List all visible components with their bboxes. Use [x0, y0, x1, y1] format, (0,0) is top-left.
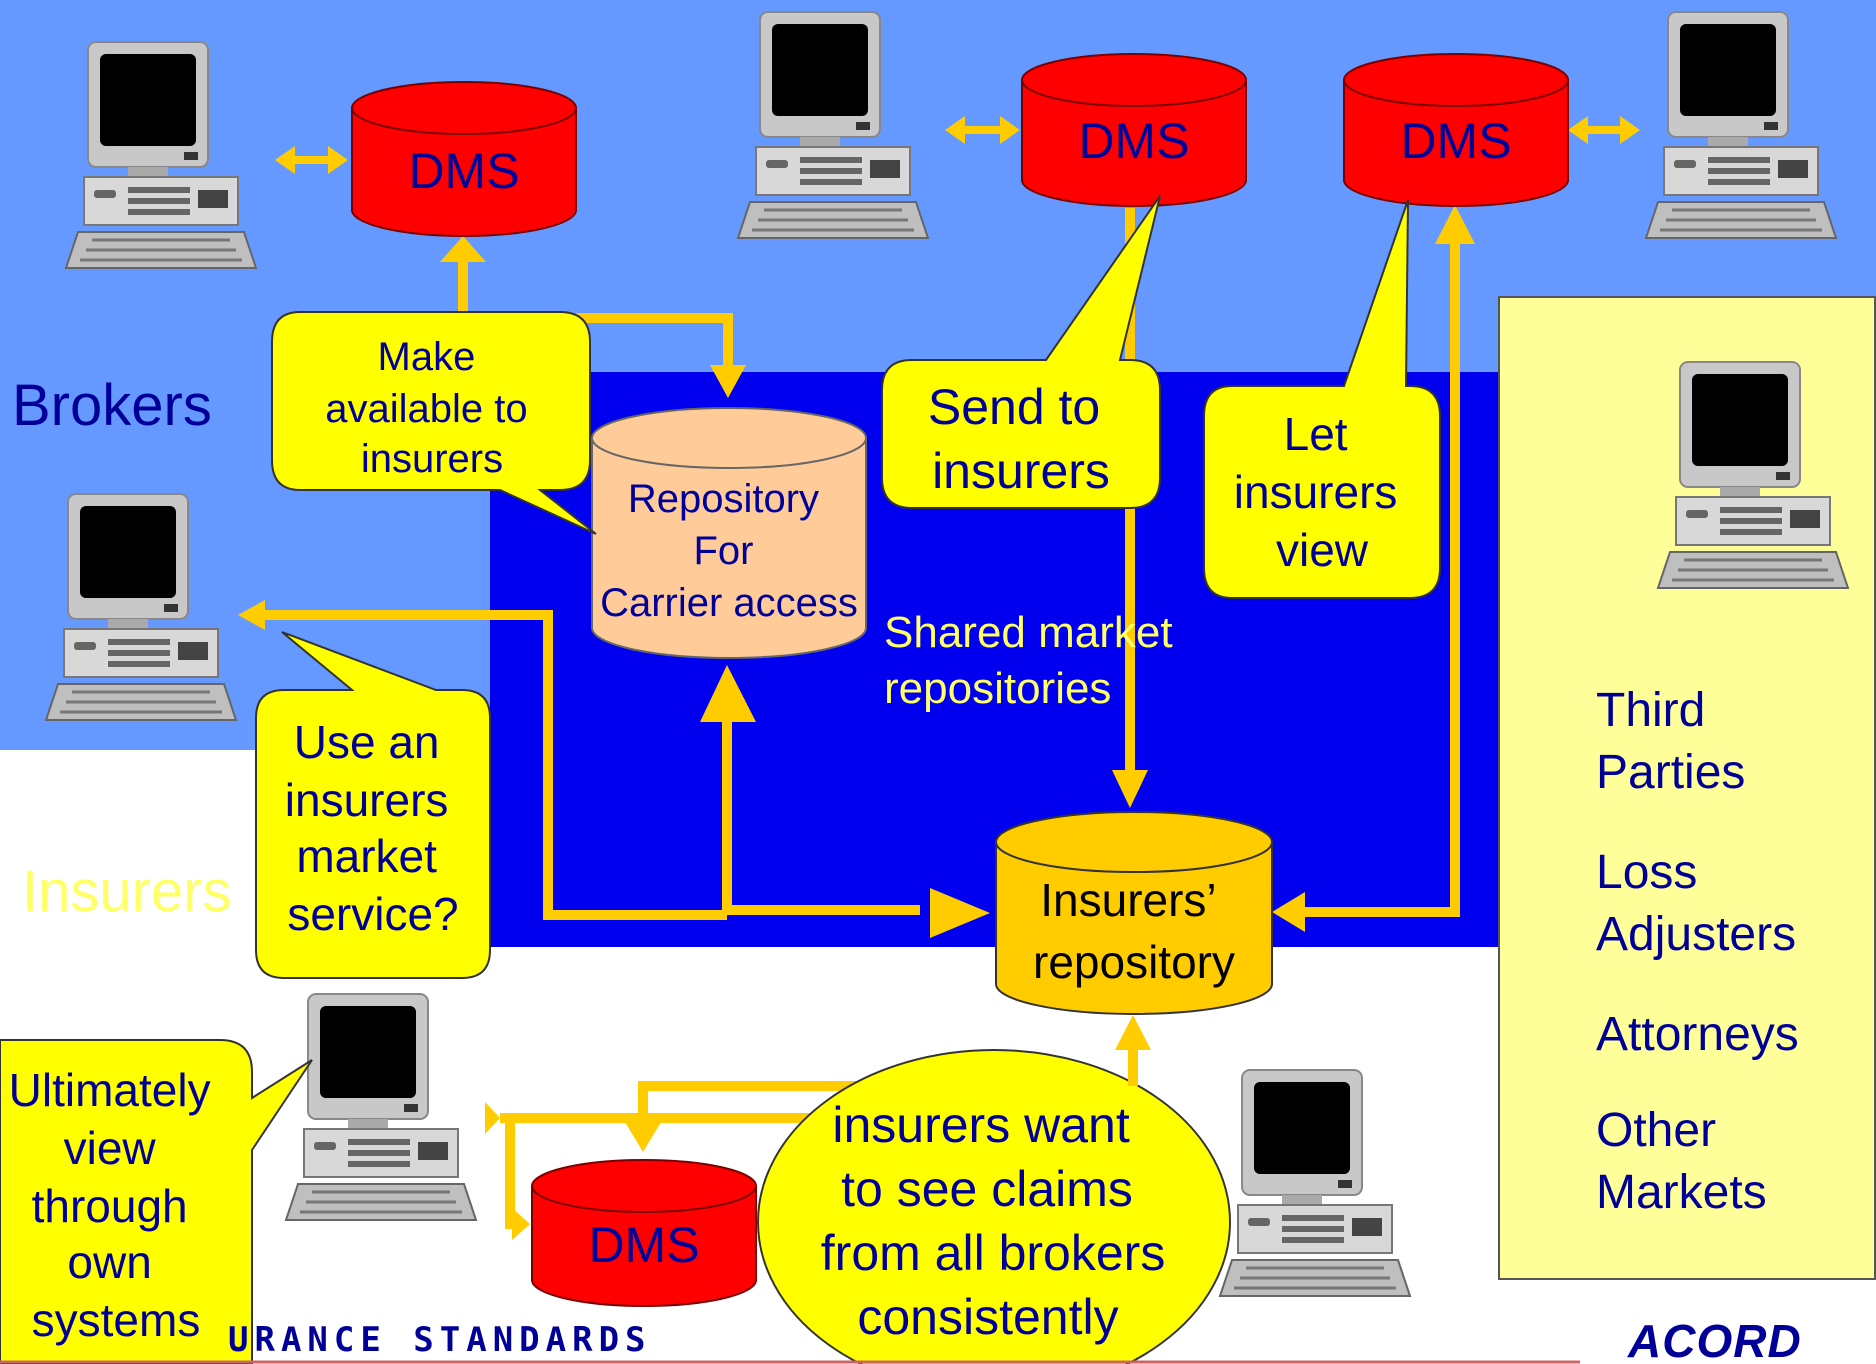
svg-text:Use an insurers: Use an insurers market service?	[285, 716, 461, 940]
callout-line: service?	[287, 888, 458, 940]
callout-insurers-want: insurers want to see claims from all bro…	[757, 1049, 1231, 1364]
arrow-head-up-dms-right	[1435, 205, 1475, 244]
arrow-head-down-insurers	[1112, 770, 1148, 808]
computer-icon	[44, 492, 238, 722]
dms-bottom-db: DMS	[531, 1159, 757, 1307]
attorneys-item: Attorneys	[1596, 1008, 1799, 1061]
arrow-head-down-dms-bottom	[625, 1122, 661, 1152]
callout-line: available to	[325, 387, 527, 431]
callout-let-view: Let insurers view	[1203, 199, 1441, 599]
callout-line: insurers	[1234, 466, 1398, 518]
arrow-head-down-repo	[710, 365, 746, 398]
insurers-repo-line: Insurers’	[1040, 874, 1215, 926]
callout-line: own	[67, 1236, 151, 1288]
loss-adjusters-item: Loss Adjusters	[1596, 846, 1797, 961]
callout-line: insurers	[361, 437, 503, 481]
svg-text:Ultimately view: Ultimately view through own systems	[9, 1064, 224, 1346]
callout-line: insurers	[932, 443, 1110, 499]
callout-line: systems	[32, 1294, 201, 1346]
repository-db: Repository For Carrier access	[591, 407, 867, 659]
computer-icon	[736, 10, 930, 240]
callout-make-available: Make available to insurers	[271, 311, 597, 535]
dms-left-label: DMS	[408, 143, 519, 199]
callout-line: to see claims	[841, 1161, 1133, 1217]
insurers-repo-line: repository	[1033, 936, 1235, 988]
dms-bottom-label: DMS	[588, 1217, 699, 1273]
dms-left-db: DMS	[351, 81, 577, 237]
dms-mid-label: DMS	[1078, 113, 1189, 169]
computer-icon	[284, 992, 478, 1222]
repository-line: Repository	[628, 477, 819, 521]
callout-line: from all brokers	[821, 1225, 1166, 1281]
computer-icon	[1218, 1068, 1412, 1298]
callout-line: market	[296, 830, 437, 882]
dms-right-db: DMS	[1343, 53, 1569, 207]
repository-line: For	[693, 529, 753, 573]
callout-line: Make	[378, 335, 476, 379]
arrow-head-up-insurers	[1115, 1015, 1151, 1050]
arrow-head-up-dms-left	[440, 236, 486, 262]
brokers-label: Brokers	[12, 373, 212, 438]
svg-text:Let insurers v: Let insurers view	[1234, 408, 1410, 576]
shared-market-label: Shared market repositories	[884, 608, 1173, 713]
dms-right-label: DMS	[1400, 113, 1511, 169]
callout-send-to: Send to insurers	[881, 195, 1161, 509]
footer-standards-text: URANCE STANDARDS	[228, 1320, 652, 1360]
third-parties-item: Third Parties	[1596, 684, 1746, 799]
callout-use-service: Use an insurers market service?	[255, 631, 491, 979]
callout-line: Let	[1284, 408, 1348, 460]
computer-icon	[1656, 360, 1850, 590]
svg-text:Send to insurers: Send to insurers	[928, 379, 1114, 499]
callout-line: view	[1276, 524, 1369, 576]
svg-text:Insurers’ repository: Insurers’ repository	[1033, 874, 1235, 988]
other-markets-item: Other Markets	[1596, 1104, 1767, 1219]
computer-icon	[1644, 10, 1838, 240]
callout-line: insurers want	[832, 1097, 1129, 1153]
callout-line: Ultimately	[9, 1064, 211, 1116]
callout-line: insurers	[285, 774, 449, 826]
repository-line: Carrier access	[600, 581, 858, 625]
callout-line: Send to	[928, 379, 1100, 435]
callout-line: Use an	[294, 716, 440, 768]
dms-mid-db: DMS	[1021, 53, 1247, 207]
arrow-head-right-insurers	[930, 888, 990, 938]
svg-text:insurers want to see c: insurers want to see claims from all bro…	[821, 1097, 1179, 1345]
callout-line: view	[64, 1122, 157, 1174]
arrow-head-left-pc	[238, 600, 265, 630]
acord-logo: ACORD	[1628, 1315, 1802, 1364]
arrow-head-right-dms-bottom	[512, 1208, 530, 1240]
callout-line: through	[32, 1180, 188, 1232]
arrow-head-left-pc-bottom	[485, 1102, 500, 1134]
computer-icon	[64, 40, 258, 270]
callout-line: consistently	[857, 1289, 1118, 1345]
svg-text:Repository For: Repository For Carrier access	[600, 477, 858, 625]
insurers-label: Insurers	[22, 859, 232, 924]
arrow-head-left-insurers	[1272, 892, 1305, 932]
insurers-repository-db: Insurers’ repository	[995, 811, 1273, 1015]
arrow-head-up-repo	[700, 665, 756, 722]
arrow-heads	[238, 116, 1640, 1240]
svg-text:Make available to: Make available to insurers	[325, 335, 539, 481]
callout-ultimately: Ultimately view through own systems	[0, 1039, 313, 1364]
